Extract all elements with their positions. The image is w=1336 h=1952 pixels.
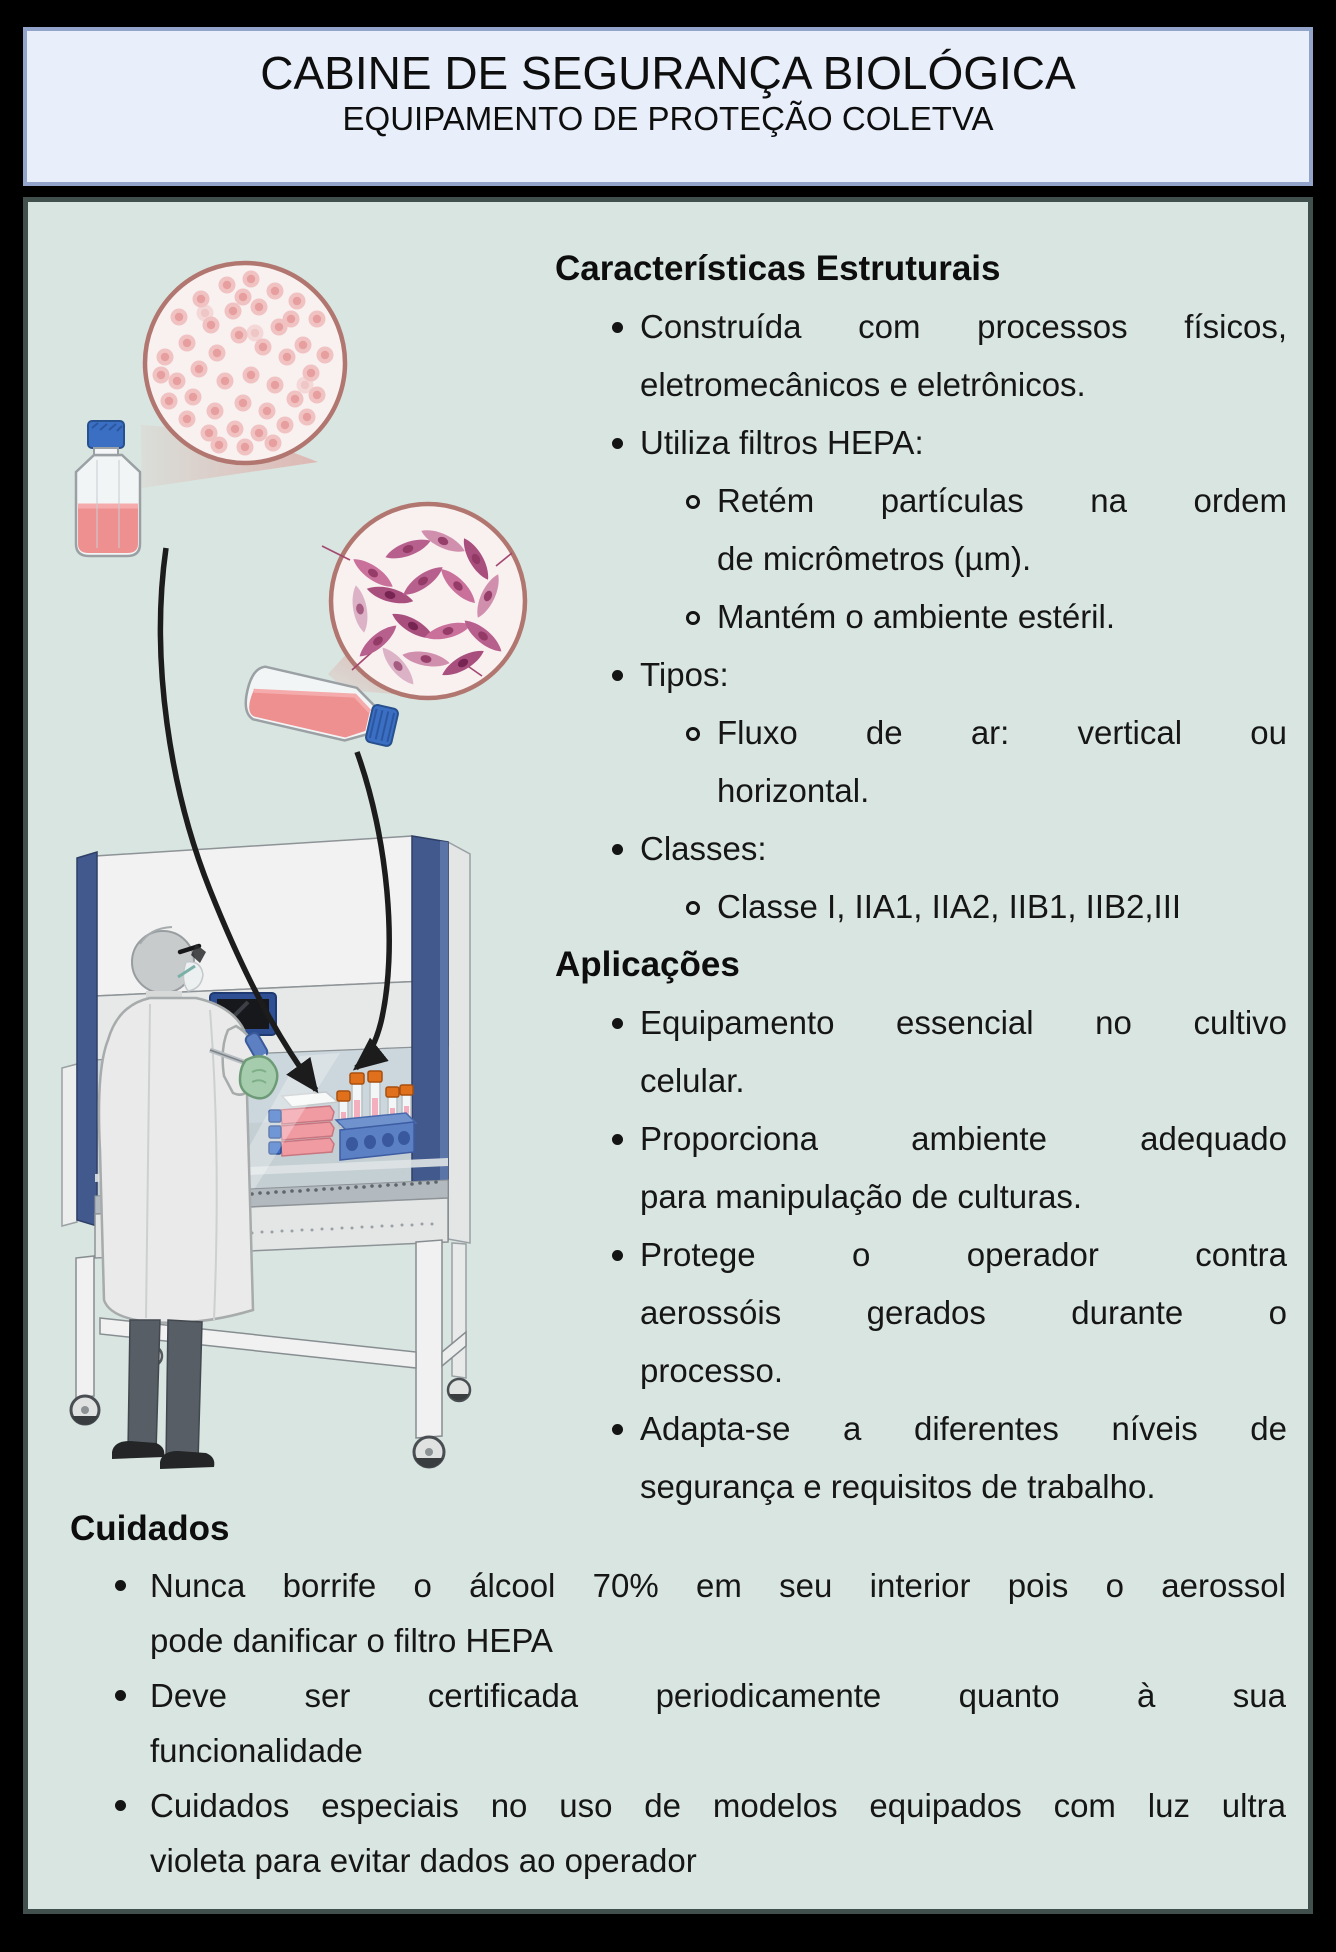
bullet-dot-icon [612,1424,623,1435]
bullet-dot-icon [612,322,623,333]
text-line: Fluxo de ar: vertical ou [717,714,1287,751]
list-item: Tipos: [555,646,1287,704]
list-item: Cuidados especiais no uso de modelos equ… [70,1778,1286,1888]
text-line: funcionalidade [150,1732,363,1769]
list-item: Mantém o ambiente estéril. [555,588,1287,646]
page-title: CABINE DE SEGURANÇA BIOLÓGICA [260,47,1076,99]
text-line: para manipulação de culturas. [640,1178,1083,1215]
section-heading-structural: Características Estruturais [555,249,1001,288]
bullet-dot-icon [612,670,623,681]
bullet-dot-icon [612,1134,623,1145]
text-line: aerossóis gerados durante o [640,1294,1287,1331]
bullet-dot-icon [612,844,623,855]
text-line: Adapta-se a diferentes níveis de [640,1410,1287,1447]
text-line: Protege o operador contra [640,1236,1287,1273]
text-line: Classe I, IIA1, IIA2, IIB1, IIB2,III [717,888,1182,925]
bullet-dot-icon [115,1580,126,1591]
list-item: Utiliza filtros HEPA: [555,414,1287,472]
right-text-column: Características Estruturais Construída c… [555,240,1287,1516]
list-item: Classe I, IIA1, IIA2, IIB1, IIB2,III [555,878,1287,936]
text-line: segurança e requisitos de trabalho. [640,1468,1156,1505]
text-line: eletromecânicos e eletrônicos. [640,366,1086,403]
bullet-circle-icon [686,611,700,625]
list-item: Fluxo de ar: vertical ou horizontal. [555,704,1287,820]
text-line: Deve ser certificada periodicamente quan… [150,1677,1286,1714]
text-line: horizontal. [717,772,870,809]
text-line: Cuidados especiais no uso de modelos equ… [150,1787,1286,1824]
page-subtitle: EQUIPAMENTO DE PROTEÇÃO COLETVA [342,100,994,137]
text-line: Proporciona ambiente adequado [640,1120,1287,1157]
text-line: celular. [640,1062,745,1099]
list-item: Construída com processos físicos, eletro… [555,298,1287,414]
text-line: Retém partículas na ordem [717,482,1287,519]
list-item: Protege o operador contra aerossóis gera… [555,1226,1287,1400]
text-line: Nunca borrife o álcool 70% em seu interi… [150,1567,1286,1604]
text-line: Tipos: [640,656,729,693]
bullet-dot-icon [612,438,623,449]
bullet-dot-icon [612,1018,623,1029]
bullet-circle-icon [686,901,700,915]
text-line: processo. [640,1352,784,1389]
list-item: Deve ser certificada periodicamente quan… [70,1668,1286,1778]
text-line: Classes: [640,830,767,867]
text-line: violeta para evitar dados ao operador [150,1842,697,1879]
bullet-dot-icon [115,1690,126,1701]
list-item: Proporciona ambiente adequado para manip… [555,1110,1287,1226]
list-item: Adapta-se a diferentes níveis de seguran… [555,1400,1287,1516]
care-section: Cuidados Nunca borrife o álcool 70% em s… [70,1500,1286,1888]
text-line: Construída com processos físicos, [640,308,1287,345]
bullet-circle-icon [686,727,700,741]
text-line: de micrômetros (µm). [717,540,1032,577]
bullet-dot-icon [115,1800,126,1811]
bullet-circle-icon [686,495,700,509]
list-item: Equipamento essencial no cultivo celular… [555,994,1287,1110]
section-heading-care: Cuidados [70,1509,230,1548]
text-line: Utiliza filtros HEPA: [640,424,924,461]
text-line: pode danificar o filtro HEPA [150,1622,553,1659]
text-line: Equipamento essencial no cultivo [640,1004,1287,1041]
list-item: Classes: [555,820,1287,878]
header: CABINE DE SEGURANÇA BIOLÓGICA EQUIPAMENT… [23,27,1313,186]
section-heading-applications: Aplicações [555,945,740,984]
text-line: Mantém o ambiente estéril. [717,598,1116,635]
list-item: Nunca borrife o álcool 70% em seu interi… [70,1558,1286,1668]
bullet-dot-icon [612,1250,623,1261]
list-item: Retém partículas na ordem de micrômetros… [555,472,1287,588]
